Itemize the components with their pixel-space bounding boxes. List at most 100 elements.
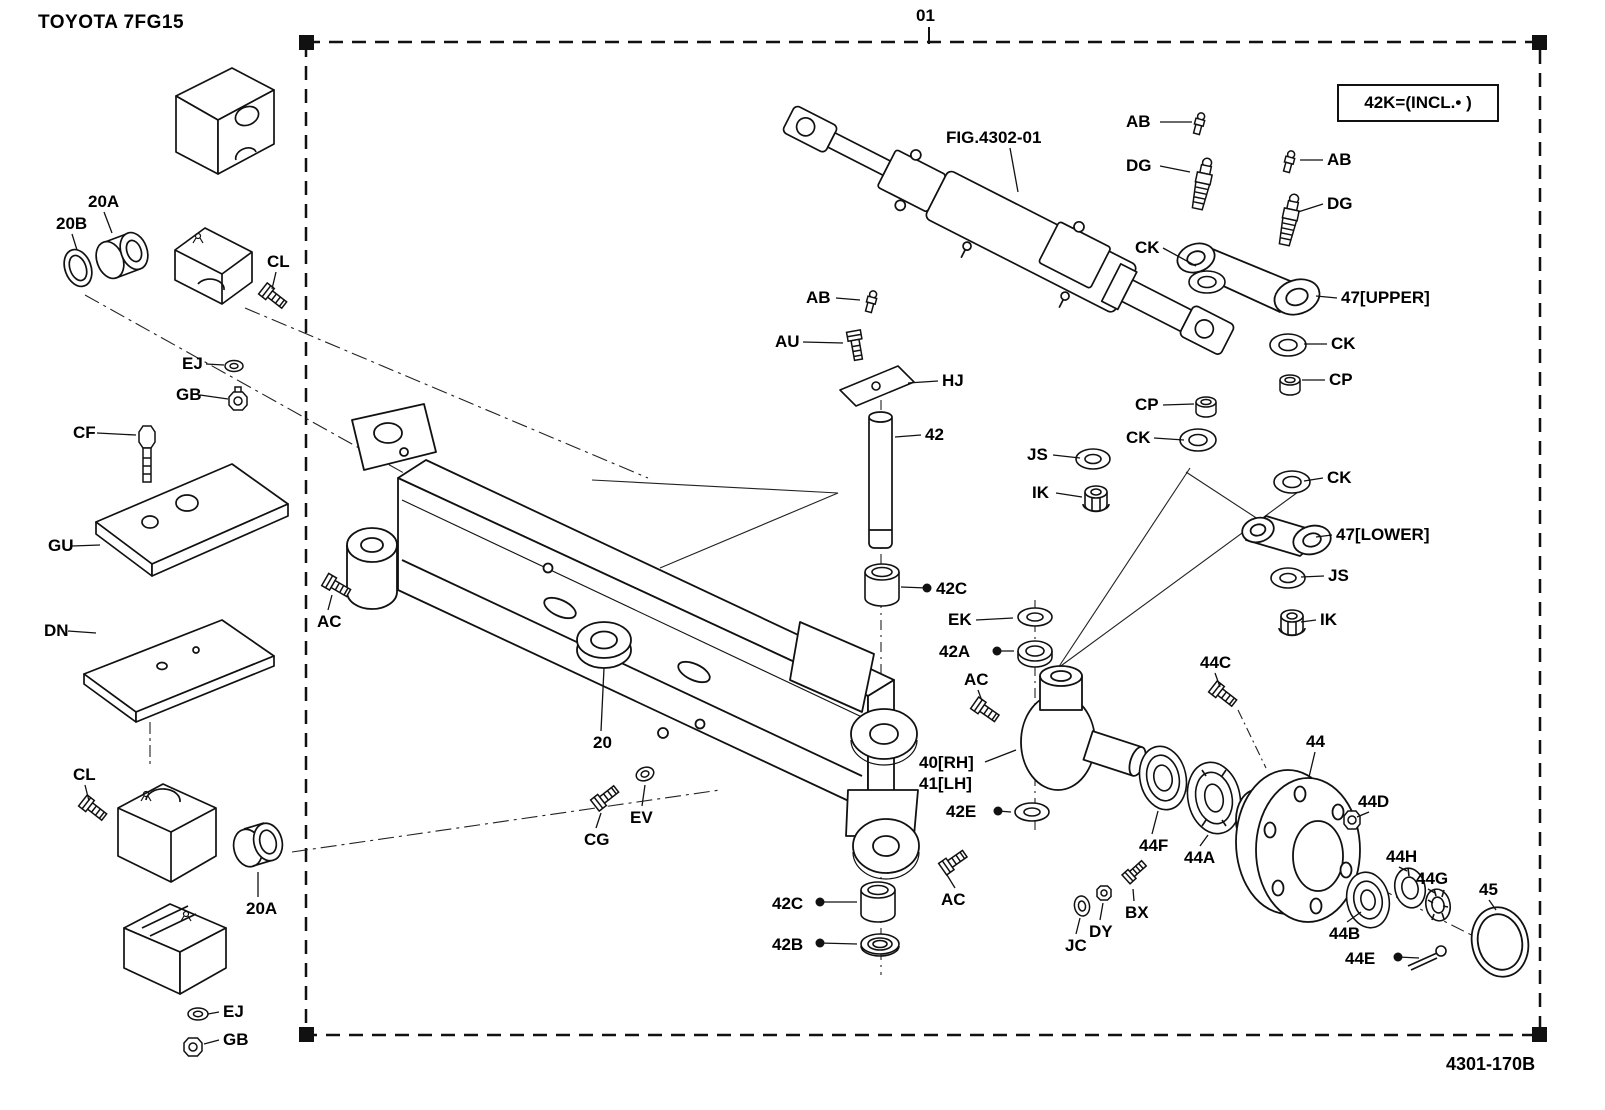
part-label-44c: 44C xyxy=(1200,653,1232,672)
washer-EK xyxy=(1017,607,1053,627)
part-label-cl: CL xyxy=(267,252,290,271)
grease-fitting-dg-2 xyxy=(1278,193,1301,247)
page-title: TOYOTA 7FG15 xyxy=(38,12,185,33)
part-label-bx: BX xyxy=(1125,903,1149,922)
part-label-ck: CK xyxy=(1327,468,1352,487)
part-label-dg: DG xyxy=(1126,156,1152,175)
nut-GB-bottom xyxy=(183,1037,203,1057)
plate-DN xyxy=(83,619,275,723)
bolt-AC-mid xyxy=(969,696,1001,723)
washer-EJ-bottom xyxy=(187,1007,209,1021)
part-label-dy: DY xyxy=(1089,922,1113,941)
bolt-AC-lower xyxy=(937,849,969,876)
part-label-44d: 44D xyxy=(1358,792,1390,811)
wheel-hub-44 xyxy=(1235,769,1361,923)
washer-JC xyxy=(1073,895,1091,917)
seal-44F xyxy=(1138,745,1188,811)
part-label-42c: 42C xyxy=(936,579,968,598)
datum-marks xyxy=(140,232,204,922)
part-label-cl: CL xyxy=(73,765,96,784)
washer-JS-right xyxy=(1270,567,1306,589)
cap-45 xyxy=(1470,906,1530,978)
cap-block-top xyxy=(175,67,275,175)
steering-arm-lower xyxy=(1241,515,1332,557)
bushing-CP-right xyxy=(1279,374,1301,396)
part-label-ac: AC xyxy=(941,890,966,909)
nut-44G xyxy=(1424,888,1452,922)
part-label-au: AU xyxy=(775,332,800,351)
bushing-42C-lower xyxy=(860,881,896,923)
part-label-ik: IK xyxy=(1032,483,1049,502)
grease-fitting-dg-1 xyxy=(1191,157,1214,211)
part-label-40-rh-: 40[RH] xyxy=(919,753,974,772)
part-label-47-upper-: 47[UPPER] xyxy=(1341,288,1430,307)
part-label-hj: HJ xyxy=(942,371,964,390)
bolt-44C xyxy=(1207,679,1238,708)
part-label-20b: 20B xyxy=(56,214,88,233)
seal-42B xyxy=(860,933,900,957)
washer-EJ-top xyxy=(224,359,244,373)
part-label-ej: EJ xyxy=(182,354,203,373)
part-label-gb: GB xyxy=(223,1030,249,1049)
bolt-CF xyxy=(138,425,156,483)
bolt-CG xyxy=(589,784,620,813)
incl-note-box: 42K=(INCL.• ) xyxy=(1337,84,1499,122)
part-label-js: JS xyxy=(1328,566,1349,585)
part-label-ej: EJ xyxy=(223,1002,244,1021)
part-label-42b: 42B xyxy=(772,935,804,954)
bushing-20A-top xyxy=(95,231,149,280)
part-label-44f: 44F xyxy=(1139,836,1169,855)
nut-GB-top xyxy=(228,386,248,411)
washer-CK-2 xyxy=(1269,333,1307,357)
part-label-44a: 44A xyxy=(1184,848,1216,867)
part-label-20: 20 xyxy=(593,733,612,752)
grease-fitting-ab-1 xyxy=(1192,112,1206,136)
bolt-BX xyxy=(1120,859,1148,885)
part-label-45: 45 xyxy=(1479,880,1498,899)
page-ref-label: 01 xyxy=(916,6,935,25)
part-label-ck: CK xyxy=(1331,334,1356,353)
part-label-ik: IK xyxy=(1320,610,1337,629)
part-label-gu: GU xyxy=(48,536,74,555)
cap-block-bottom xyxy=(123,903,227,995)
washer-JS-left xyxy=(1075,448,1111,470)
bolt-AU xyxy=(845,329,864,362)
washer-CK-1 xyxy=(1188,270,1226,294)
part-label-41-lh-: 41[LH] xyxy=(919,774,972,793)
bolt-AC-left xyxy=(320,572,352,598)
part-label-jc: JC xyxy=(1065,936,1087,955)
bolt-CL-top xyxy=(257,281,288,310)
part-label-20a: 20A xyxy=(246,899,278,918)
part-label-cp: CP xyxy=(1135,395,1159,414)
steering-cylinder xyxy=(782,105,1235,355)
axle-beam xyxy=(346,403,920,880)
fig-reference: FIG.4302-01 xyxy=(946,128,1042,147)
bolt-CL-lower xyxy=(77,793,108,822)
part-label-ev: EV xyxy=(630,808,653,827)
clamp-bracket-top xyxy=(174,227,253,305)
washer-CK-3 xyxy=(1179,428,1217,452)
bushing-20A-lower xyxy=(232,822,284,868)
part-label-42e: 42E xyxy=(946,802,977,821)
part-label-ab: AB xyxy=(806,288,831,307)
part-label-ab: AB xyxy=(1126,112,1151,131)
washer-42A xyxy=(1017,640,1053,668)
washer-CK-4 xyxy=(1273,470,1311,494)
part-label-dn: DN xyxy=(44,621,69,640)
bearing-44A xyxy=(1186,761,1242,835)
nut-DY xyxy=(1096,885,1112,901)
part-label-44e: 44E xyxy=(1345,949,1376,968)
plate-HJ xyxy=(839,365,915,407)
washer-EV xyxy=(635,766,655,782)
part-label-ck: CK xyxy=(1126,428,1151,447)
grease-fitting-ab-2 xyxy=(1282,150,1296,174)
part-label-44g: 44G xyxy=(1416,869,1449,888)
part-label-ek: EK xyxy=(948,610,972,629)
part-label-47-lower-: 47[LOWER] xyxy=(1336,525,1430,544)
plate-GU xyxy=(95,463,289,577)
part-label-ac: AC xyxy=(317,612,342,631)
part-label-gb: GB xyxy=(176,385,202,404)
clamp-bracket-lower xyxy=(117,783,217,883)
part-label-cf: CF xyxy=(73,423,96,442)
part-label-42a: 42A xyxy=(939,642,971,661)
